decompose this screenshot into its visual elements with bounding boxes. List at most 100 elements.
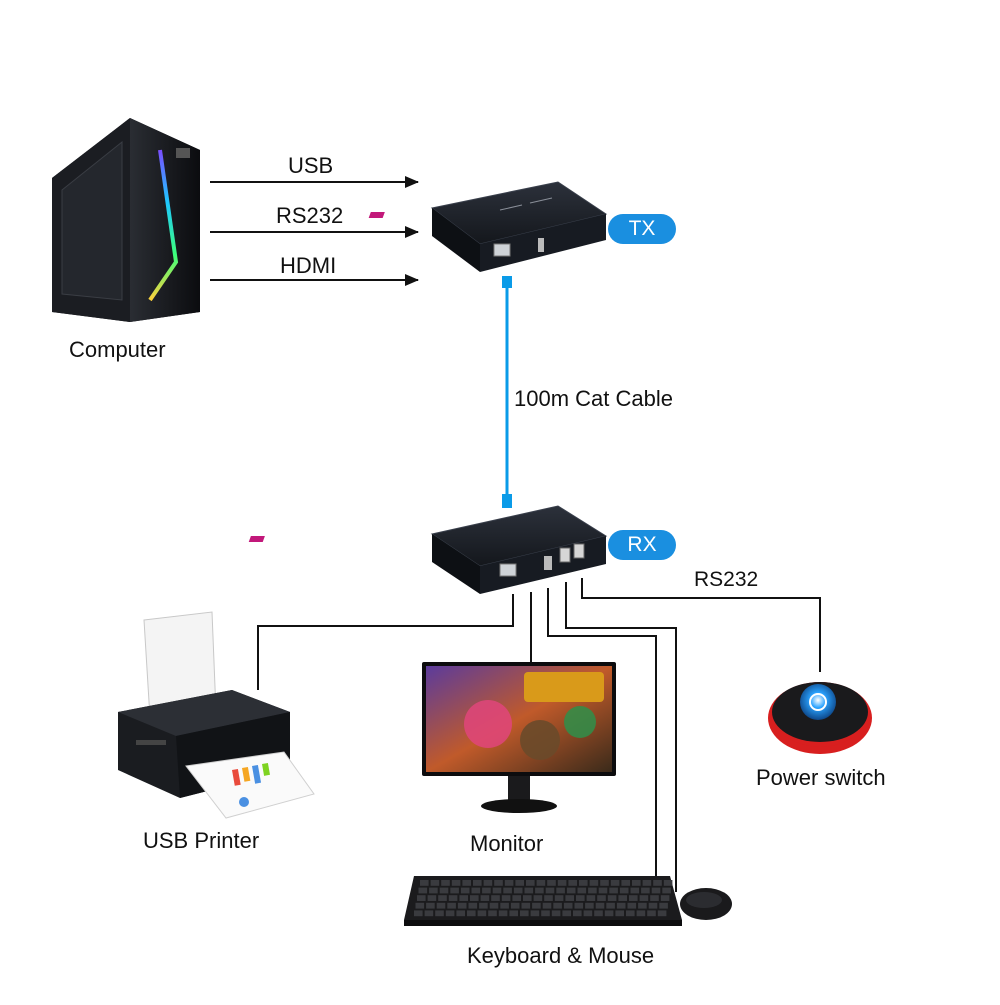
keyboard-key <box>460 887 470 894</box>
keyboard-key <box>553 902 562 909</box>
keyboard-key <box>541 910 550 917</box>
keyboard-key <box>641 887 650 894</box>
tx-badge: TX <box>608 214 676 244</box>
keyboard-key <box>632 880 641 886</box>
keyboard-key <box>660 895 670 901</box>
keyboard-key <box>551 910 561 917</box>
keyboard-key <box>597 895 606 901</box>
usb-label: USB <box>288 153 334 178</box>
rs232-out-label: RS232 <box>694 568 759 591</box>
keyboard-key <box>503 887 512 894</box>
keyboard-key <box>615 910 624 917</box>
keyboard-key <box>586 895 596 901</box>
keyboard-key <box>533 895 543 901</box>
keyboard-key <box>556 887 565 894</box>
keyboard-key <box>420 880 429 886</box>
power-switch-label: Power switch <box>756 765 886 790</box>
mouse-cable <box>565 582 677 892</box>
keyboard-key <box>647 910 656 917</box>
keyboard-key <box>604 910 614 917</box>
keyboard-key <box>429 887 438 894</box>
keyboard-key <box>435 910 444 917</box>
extender-receiver-icon <box>248 505 608 594</box>
keyboard-key <box>426 902 435 909</box>
keyboard-key <box>515 880 524 886</box>
keyboard-cable <box>547 588 657 880</box>
keyboard-key <box>616 902 626 909</box>
keyboard-key <box>629 895 638 901</box>
keyboard-key <box>663 880 673 886</box>
keyboard-key <box>470 895 479 901</box>
keyboard-key <box>492 887 502 894</box>
keyboard-key <box>576 895 585 901</box>
keyboard-key <box>424 910 434 917</box>
keyboard-key <box>583 910 593 917</box>
keyboard-key <box>566 887 576 894</box>
printer-cable <box>257 594 514 690</box>
keyboard-key <box>536 880 546 886</box>
keyboard-key <box>653 880 662 886</box>
keyboard-key <box>483 880 493 886</box>
keyboard-key <box>542 902 552 909</box>
keyboard-key <box>501 895 511 901</box>
keyboard-key <box>577 887 587 894</box>
keyboard-key <box>418 887 428 894</box>
keyboard-key <box>498 910 508 917</box>
keyboard-key <box>482 887 491 894</box>
keyboard-key <box>619 887 629 894</box>
keyboard-key <box>650 895 659 901</box>
hdmi-label: HDMI <box>280 253 337 278</box>
keyboard-key <box>589 880 599 886</box>
keyboard-key <box>494 880 503 886</box>
keyboard-key <box>436 902 446 909</box>
keyboard-key <box>610 880 620 886</box>
keyboard-key <box>451 880 461 886</box>
keyboard-key <box>662 887 671 894</box>
keyboard-key <box>415 902 425 909</box>
keyboard-key <box>491 895 500 901</box>
keyboard-key <box>630 887 640 894</box>
keyboard-key <box>595 902 605 909</box>
keyboard-key <box>598 887 608 894</box>
keyboard-key <box>447 902 456 909</box>
keyboard-key <box>639 895 649 901</box>
printer-icon <box>118 611 315 819</box>
keyboard-key <box>588 887 597 894</box>
keyboard-key <box>607 895 617 901</box>
keyboard-mouse-label: Keyboard & Mouse <box>467 943 655 968</box>
keyboard-key <box>642 880 652 886</box>
keyboard-key <box>565 895 574 901</box>
keyboard-key <box>638 902 647 909</box>
keyboard-key <box>609 887 618 894</box>
keyboard-key <box>468 902 478 909</box>
keyboard-key <box>579 880 588 886</box>
keyboard-key <box>473 880 482 886</box>
keyboard-key <box>459 895 468 901</box>
keyboard-key <box>594 910 603 917</box>
keyboard-key <box>573 910 582 917</box>
keyboard-key <box>600 880 609 886</box>
keyboard-key <box>657 910 667 917</box>
pc-tower-icon <box>52 118 200 322</box>
keyboard-key <box>489 902 499 909</box>
keyboard-key <box>439 887 449 894</box>
keyboard-key <box>568 880 577 886</box>
keyboard-key <box>513 887 523 894</box>
keyboard-key <box>544 895 553 901</box>
keyboard-key <box>626 910 635 917</box>
keyboard-key <box>563 902 573 909</box>
keyboard-key <box>510 902 520 909</box>
keyboard-key <box>445 910 455 917</box>
cat-cable <box>502 276 512 508</box>
keyboard-key <box>651 887 661 894</box>
keyboard-key <box>562 910 571 917</box>
keyboard-key <box>545 887 555 894</box>
monitor-icon <box>422 662 616 813</box>
keyboard-key <box>488 910 497 917</box>
extender-transmitter-icon <box>368 181 608 272</box>
keyboard-key <box>606 902 615 909</box>
cat-cable-label: 100m Cat Cable <box>514 386 673 411</box>
keyboard-key <box>462 880 471 886</box>
